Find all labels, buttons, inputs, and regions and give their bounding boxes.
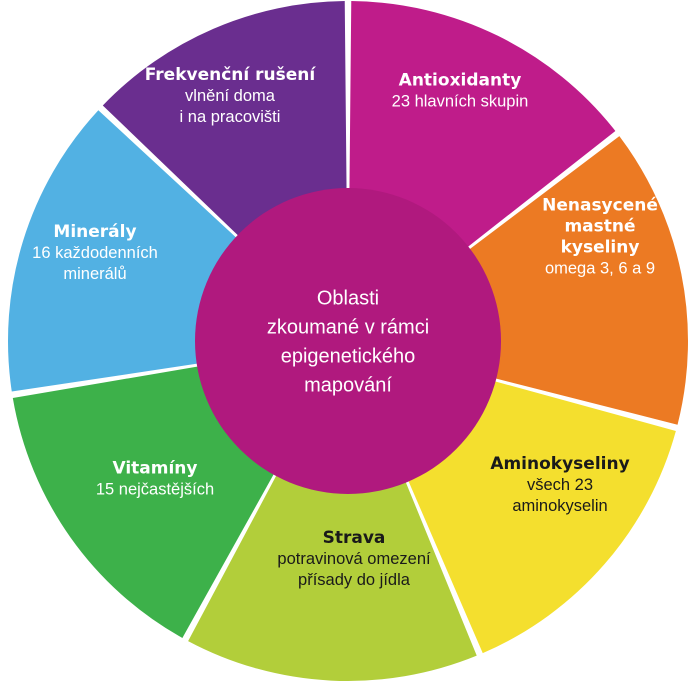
segment-shape-strava — [188, 473, 477, 681]
segment-vitaminy: Vitamíny 15 nejčastějších — [12, 366, 275, 638]
segment-shape-antioxidanty — [349, 1, 616, 249]
segment-shape-mineraly — [8, 110, 238, 392]
segment-title-aminokyseliny: Aminokyseliny — [490, 454, 629, 474]
segment-title-mineraly: Minerály — [53, 222, 136, 242]
segment-subtitle-vitaminy: 15 nejčastějších — [96, 481, 214, 499]
segment-subtitle-antioxidanty: 23 hlavních skupin — [392, 93, 529, 111]
segments-layer: Antioxidanty 23 hlavních skupinNenasycené… — [8, 1, 688, 681]
segment-shape-vitaminy — [12, 366, 275, 638]
segment-shape-mastne-kyseliny — [467, 136, 688, 425]
segment-title-vitaminy: Vitamíny — [112, 459, 197, 479]
segment-title-frekvencni-ruseni: Frekvenční rušení — [145, 65, 317, 85]
center-circle — [195, 188, 501, 494]
segment-shape-frekvencni-ruseni — [102, 1, 347, 238]
segment-subtitle-mastne-kyseliny: omega 3, 6 a 9 — [545, 260, 655, 278]
segment-title-strava: Strava — [323, 528, 386, 548]
segment-antioxidanty: Antioxidanty 23 hlavních skupin — [349, 1, 616, 249]
segment-title-antioxidanty: Antioxidanty — [399, 71, 522, 91]
segment-shape-aminokyseliny — [407, 380, 676, 654]
